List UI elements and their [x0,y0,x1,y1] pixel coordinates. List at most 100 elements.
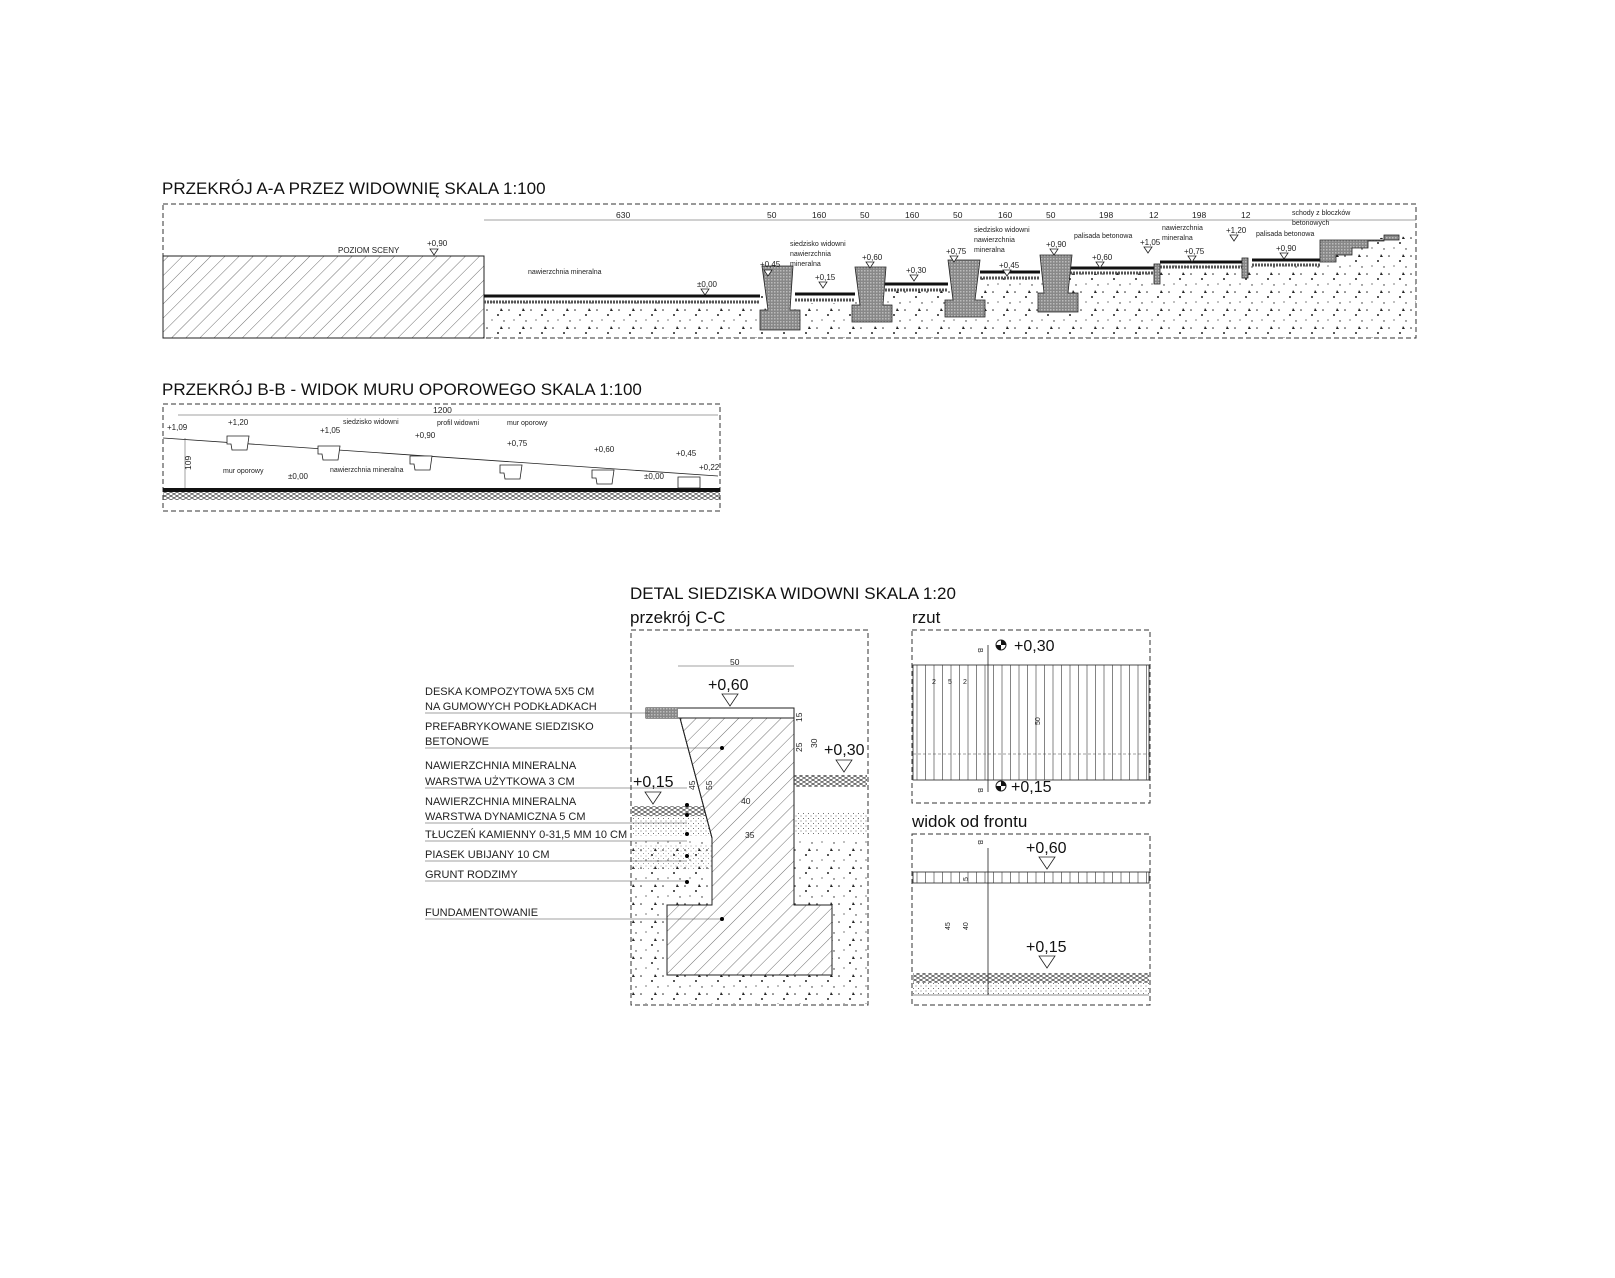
elevation: ±0,00 [644,472,665,481]
seat-detail: DETAL SIEDZISKA WIDOWNI SKALA 1:20 przek… [425,584,1151,1006]
section-marker: B [976,648,983,653]
elevation: +0,90 [415,431,436,440]
dim-label: 45 [945,922,952,930]
label: profil widowni [437,420,479,427]
elevation: +0,45 [760,260,781,269]
base-layer [484,263,1320,304]
elevation: +0,30 [824,742,865,759]
dim-label: 30 [809,738,819,748]
dim-label: 45 [687,780,697,790]
label: palisada betonowa [1256,231,1314,238]
elevation: +0,75 [1184,247,1205,256]
dim-label: 2 [932,679,936,686]
elevation: ±0,00 [288,472,309,481]
layer-label: PIASEK UBIJANY 10 CM [425,849,550,861]
dim-label: 50 [730,657,740,667]
dim-label: 50 [1035,717,1042,725]
seat-plan [912,664,1150,781]
dim-label: 198 [1099,210,1113,220]
section-cc-frame [630,629,869,1006]
concrete-seat [666,717,833,976]
label: siedzisko widowni [343,419,399,426]
layer-label: NAWIERZCHNIA MINERALNA [425,760,577,772]
elevation: +0,75 [507,439,528,448]
plan-frame [911,629,1151,804]
dim-label: 5 [948,679,952,686]
elevation: +0,15 [1026,939,1067,956]
seat-blocks [226,435,701,489]
dim-label: 35 [745,830,755,840]
dim-label: 55 [704,780,714,790]
elevation-marks: +0,90 ±0,00 +0,45 +0,15 +0,60 +0,30 +0,7… [427,226,1297,289]
section-marker: B [976,840,983,845]
dim-label: 2 [963,679,967,686]
elevation-marks: +1,09 +1,20 +1,05 +0,90 +0,75 +0,60 +0,4… [167,418,720,481]
stage-level-label: POZIOM SCENY [338,246,400,255]
label: nawierzchnia [974,237,1015,244]
layer-label: NA GUMOWYCH PODKŁADKACH [425,701,597,713]
dim-label: 15 [794,712,804,722]
dim-label: 12 [1241,210,1251,220]
dim-label: 50 [860,210,870,220]
elevation: +0,60 [1092,253,1113,262]
section-cc-title: przekrój C-C [630,608,725,627]
elevation: +0,90 [1276,244,1297,253]
board-slats [916,665,1147,780]
elevation: +0,60 [594,445,615,454]
elevation: +0,60 [1026,840,1067,857]
elevation: +1,05 [1140,238,1161,247]
layer-label: FUNDAMENTOWANIE [425,907,538,919]
label: nawierzchnia mineralna [528,269,602,276]
elevation: +0,30 [1014,638,1055,655]
ground-surface [163,488,720,492]
label: betonowych [1292,220,1329,227]
layer-label: WARSTWA DYNAMICZNA 5 CM [425,811,586,823]
elevation: +0,22 [699,463,720,472]
label: mineralna [790,261,821,268]
layer-labels: DESKA KOMPOZYTOWA 5X5 CM NA GUMOWYCH POD… [425,686,627,919]
seat-blocks [759,234,1400,331]
section-marker: B [976,788,983,793]
label: mineralna [1162,235,1193,242]
cc-dimensions: 50 15 25 30 45 55 40 35 [687,657,819,840]
material-labels: nawierzchnia mineralna siedzisko widowni… [528,210,1351,276]
layer-label: PREFABRYKOWANE SIEDZISKO [425,721,594,733]
board-front [912,871,1150,884]
label: nawierzchnia mineralna [330,467,404,474]
height-dimension: 109 [183,456,193,470]
plan-elevations: +0,30 +0,15 [1011,638,1055,796]
elevation: +0,30 [906,266,927,275]
elevation: +0,60 [862,253,883,262]
dim-label: 630 [616,210,630,220]
leader-lines [425,712,722,920]
label: mur oporowy [507,420,548,427]
elevation: +0,60 [708,677,749,694]
layer-label: NAWIERZCHNIA MINERALNA [425,796,577,808]
dim-label: 198 [1192,210,1206,220]
layer-label: WARSTWA UŻYTKOWA 3 CM [425,775,575,788]
dim-label: 160 [905,210,919,220]
plan-dimensions: 2 5 2 50 B B [932,648,1042,793]
layer-label: TŁUCZEŃ KAMIENNY 0-31,5 MM 10 CM [425,828,627,841]
front-view-title: widok od frontu [911,812,1027,831]
plan-title: rzut [912,608,941,627]
front-elevations: +0,60 +0,15 [1026,840,1067,956]
detail-title: DETAL SIEDZISKA WIDOWNI SKALA 1:20 [630,584,956,603]
elevation: +0,90 [427,239,448,248]
section-bb-title: PRZEKRÓJ B-B - WIDOK MURU OPOROWEGO SKAL… [162,380,642,399]
dimension-labels: 630 50 160 50 160 50 160 50 198 12 198 1… [616,210,1251,220]
label: nawierzchnia [790,251,831,258]
layer-label: DESKA KOMPOZYTOWA 5X5 CM [425,686,594,698]
elevation: +1,20 [228,418,249,427]
cc-elevations: +0,60 +0,30 +0,15 [633,677,865,791]
level-marker-icon [995,639,1007,792]
front-view-frame [911,833,1151,1006]
label: mur oporowy [223,468,264,475]
base-layer [163,492,720,500]
elevation: +0,15 [1011,779,1052,796]
section-aa: PRZEKRÓJ A-A PRZEZ WIDOWNIĘ SKALA 1:100 … [162,179,1417,339]
section-aa-title: PRZEKRÓJ A-A PRZEZ WIDOWNIĘ SKALA 1:100 [162,179,546,198]
elevation: +0,75 [946,247,967,256]
labels: siedzisko widowni profil widowni mur opo… [223,419,548,475]
